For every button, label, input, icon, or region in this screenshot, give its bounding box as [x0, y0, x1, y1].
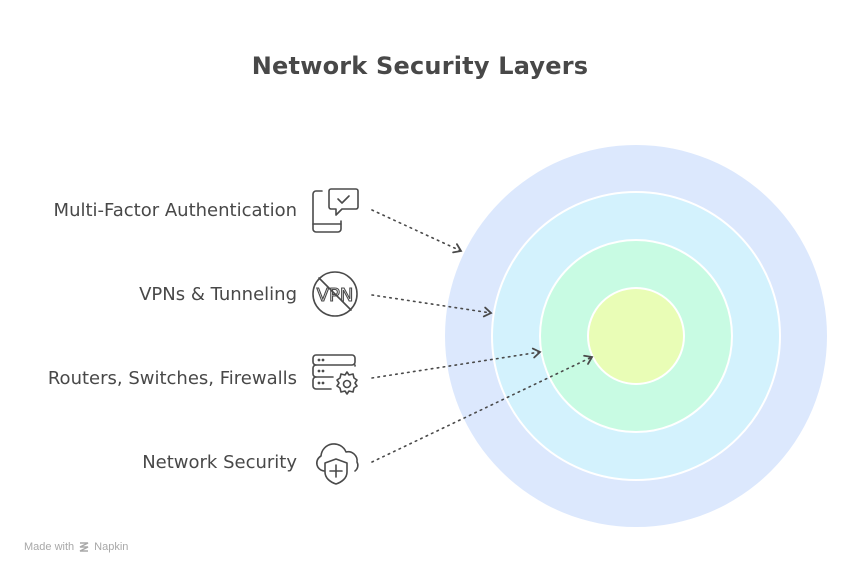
layer-label-network: Network Security [142, 452, 297, 473]
arrowhead-icon [583, 354, 594, 365]
connector-line-2 [371, 294, 492, 314]
arrowhead-icon [452, 243, 463, 254]
napkin-logo-icon [79, 542, 89, 552]
napkin-brand-text: Napkin [94, 541, 129, 553]
server-gear-icon [312, 354, 358, 395]
connector-line-1 [371, 209, 462, 252]
svg-text:VPN: VPN [317, 285, 354, 306]
phone-chat-check-icon [312, 188, 359, 233]
connector-line-3 [371, 351, 541, 379]
layer-label-vpn: VPNs & Tunneling [139, 284, 297, 305]
layer-label-routers: Routers, Switches, Firewalls [47, 368, 297, 389]
arrowhead-icon [531, 347, 542, 359]
vpn-blocked-icon: VPN [312, 271, 358, 317]
footer-attribution: Made with Napkin [24, 541, 128, 553]
layer-label-mfa: Multi-Factor Authentication [53, 200, 297, 221]
cloud-shield-icon [316, 443, 359, 485]
ring-layer-4 [587, 287, 685, 385]
arrowhead-icon [482, 306, 493, 318]
connector-line-4 [371, 356, 593, 463]
made-with-text: Made with [24, 541, 75, 553]
page-title: Network Security Layers [251, 52, 589, 80]
